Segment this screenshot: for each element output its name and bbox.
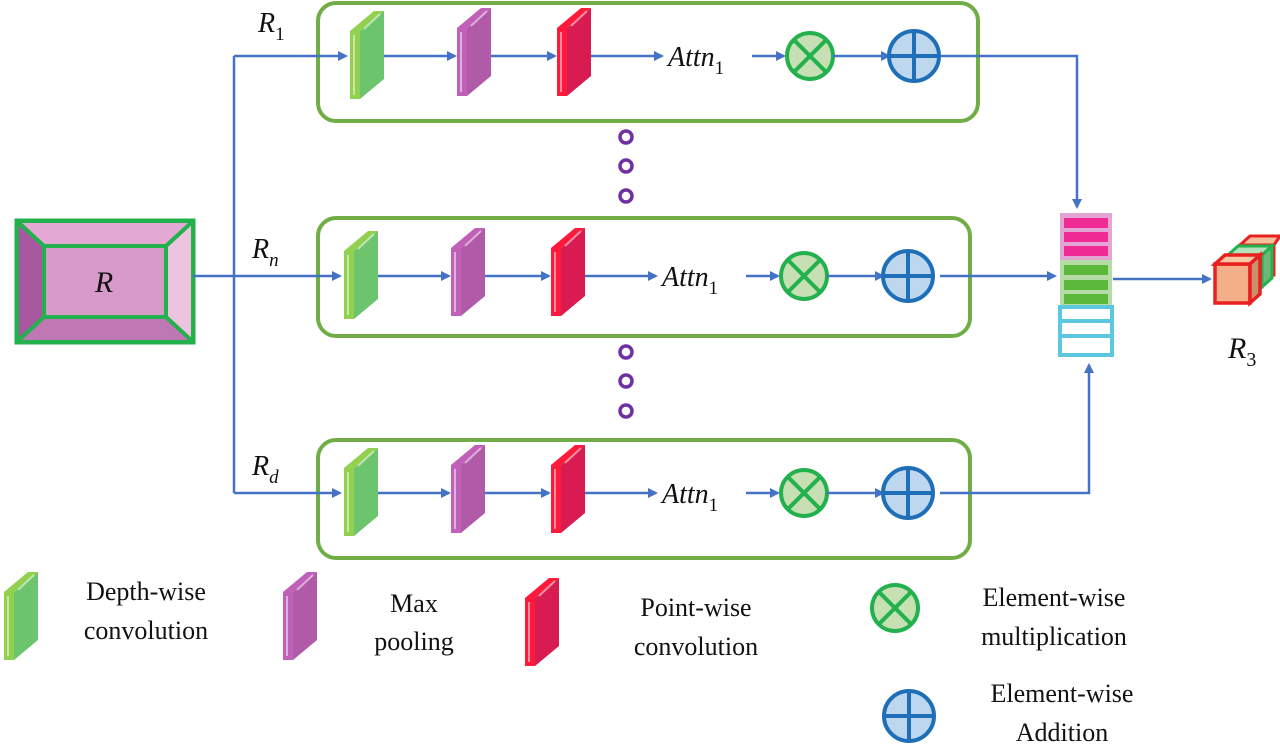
split-connector [193, 56, 236, 493]
legend: Depth-wise convolution Max pooling Point-wis… [4, 572, 1133, 746]
concat-channel [1064, 232, 1108, 242]
legend-label-line2: multiplication [981, 622, 1127, 651]
ellipsis-dot [618, 158, 634, 174]
legend-label-line2: convolution [84, 616, 208, 645]
maxpool-block [451, 228, 485, 316]
depthwise-conv-block [344, 448, 378, 536]
concat-group-cyan [1058, 305, 1114, 357]
branch-label: R1 [257, 8, 285, 45]
attention-label: Attn1 [660, 479, 718, 516]
legend-label-line2: pooling [374, 627, 453, 656]
concat-channel [1064, 246, 1108, 256]
depthwise-conv-block [344, 231, 378, 319]
ellipsis-dot [618, 129, 634, 145]
concat-channel [1064, 294, 1108, 304]
legend-pointwise-icon [525, 578, 559, 666]
depthwise-conv-block [350, 11, 384, 99]
legend-multiplication-icon [870, 583, 920, 633]
pointwise-conv-block [557, 8, 591, 96]
element-wise-multiplication-icon [779, 468, 829, 518]
input-tensor: R [14, 218, 196, 345]
legend-label-line2: convolution [634, 632, 758, 661]
attention-label: Attn1 [660, 262, 718, 299]
legend-maxpool-icon [283, 572, 317, 660]
legend-label-line1: Element-wise [991, 679, 1134, 708]
branch-label: Rd [251, 451, 279, 488]
legend-addition-icon [882, 689, 936, 743]
maxpool-block [451, 445, 485, 533]
maxpool-block [457, 8, 491, 96]
element-wise-addition-icon [881, 249, 935, 303]
element-wise-addition-icon [881, 466, 935, 520]
ellipsis-dot [618, 373, 634, 389]
output-label: R3 [1227, 332, 1256, 371]
branch-container [316, 438, 972, 560]
concat-channel [1064, 280, 1108, 290]
legend-label-line2: Addition [1016, 718, 1108, 746]
ellipsis-dots [618, 129, 634, 419]
legend-depthwise-icon [4, 572, 38, 660]
branch-container [316, 1, 980, 123]
concat-feature-stack [1058, 213, 1114, 357]
output-tensor: R3 [1210, 234, 1280, 371]
output-cube-front [1210, 251, 1265, 307]
ellipsis-dot [618, 344, 634, 360]
concat-channel [1064, 218, 1108, 228]
branch-label: Rn [251, 234, 279, 271]
element-wise-multiplication-icon [785, 31, 835, 81]
ellipsis-dot [618, 188, 634, 204]
pointwise-conv-block [551, 445, 585, 533]
legend-label-line1: Max [390, 589, 438, 618]
pointwise-conv-block [551, 228, 585, 316]
element-wise-multiplication-icon [779, 251, 829, 301]
legend-label-line1: Element-wise [983, 583, 1126, 612]
merge-connector [940, 54, 1212, 495]
input-label: R [94, 266, 113, 299]
legend-label-line1: Depth-wise [86, 577, 206, 606]
legend-label-line1: Point-wise [640, 593, 751, 622]
ellipsis-dot [618, 403, 634, 419]
attention-label: Attn1 [666, 42, 724, 79]
concat-channel [1064, 265, 1108, 275]
element-wise-addition-icon [887, 29, 941, 83]
